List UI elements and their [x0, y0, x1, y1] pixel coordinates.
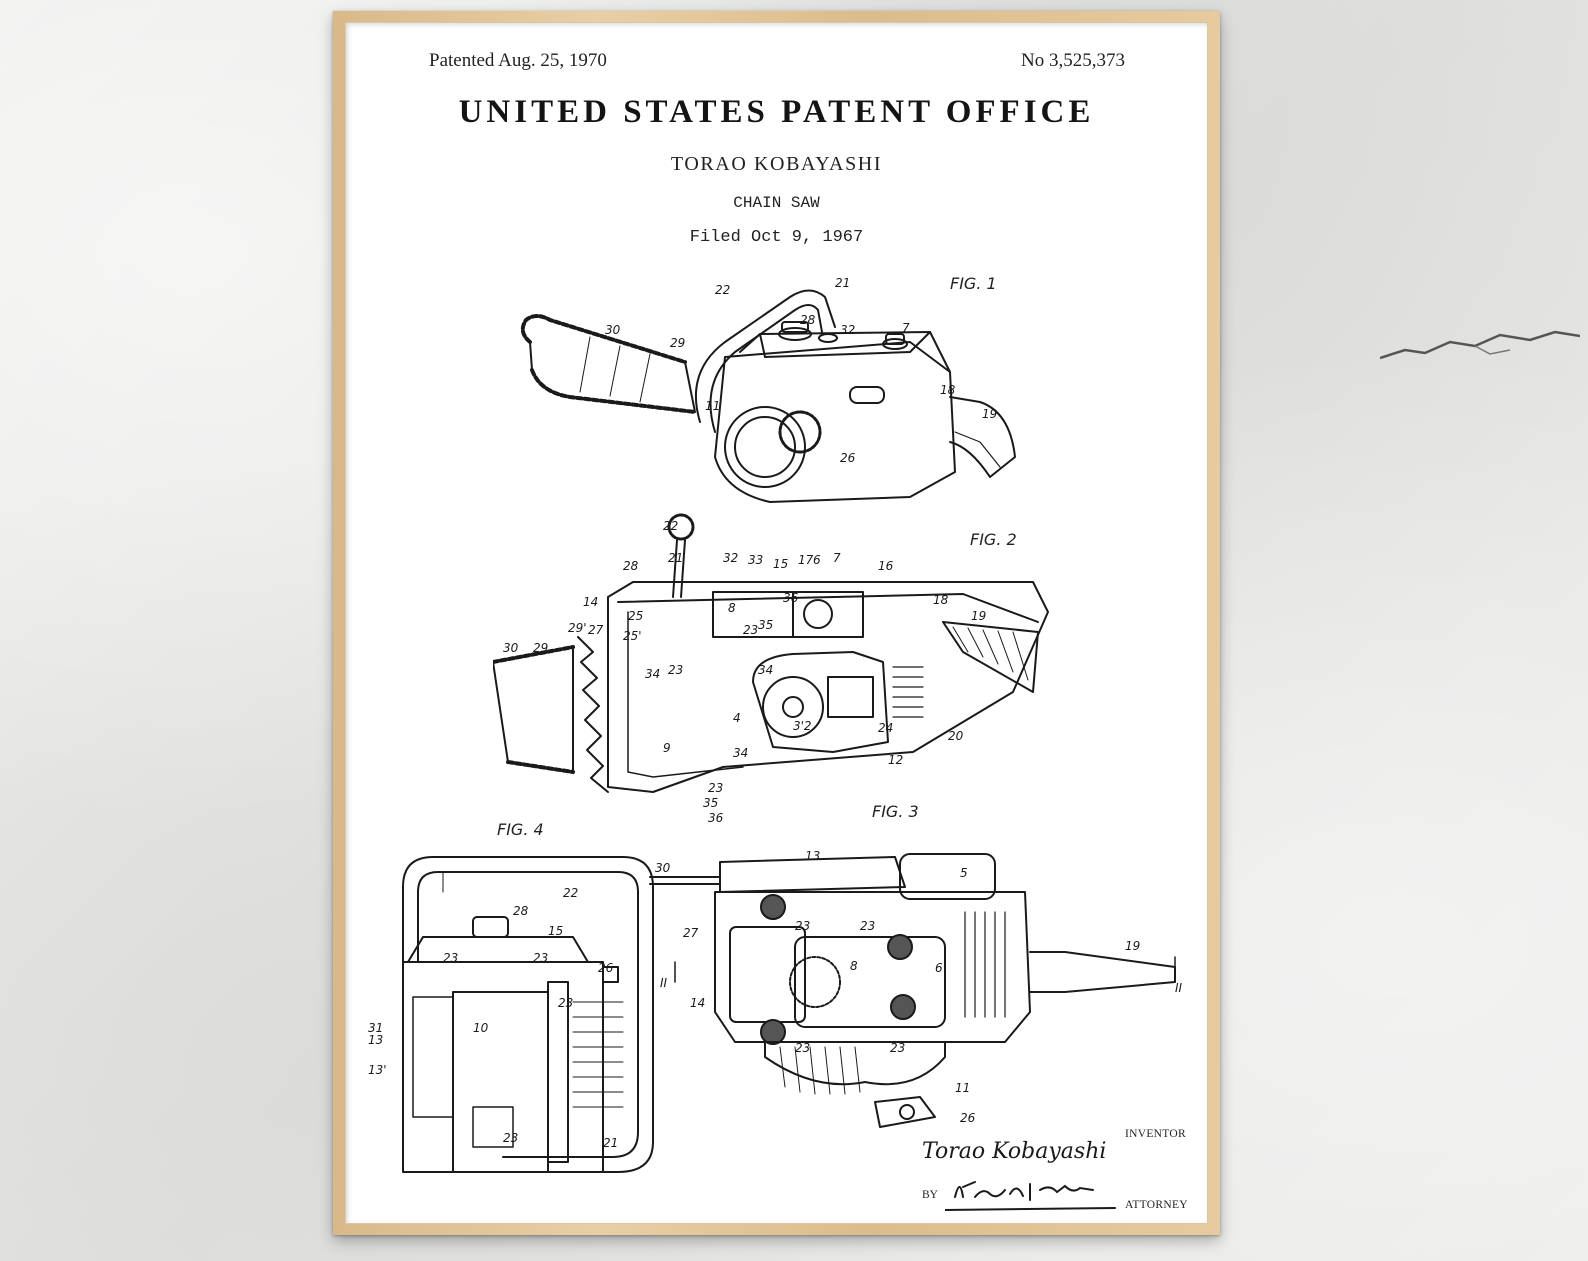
svg-text:29: 29: [533, 641, 548, 655]
svg-text:22: 22: [663, 519, 678, 533]
svg-text:36: 36: [783, 591, 799, 605]
svg-text:33: 33: [748, 553, 763, 567]
svg-text:25: 25: [628, 609, 643, 623]
svg-text:28: 28: [623, 559, 639, 573]
svg-text:23: 23: [533, 951, 548, 965]
svg-text:19: 19: [971, 609, 986, 623]
svg-text:13: 13: [368, 1033, 383, 1047]
svg-text:8: 8: [850, 959, 858, 973]
svg-text:23: 23: [708, 781, 723, 795]
svg-text:24: 24: [878, 721, 893, 735]
svg-text:II: II: [1175, 981, 1183, 995]
svg-text:11: 11: [955, 1081, 970, 1095]
inventor-name: TORAO KOBAYASHI: [670, 153, 883, 175]
inventor-signature: Torao Kobayashi: [922, 1139, 1106, 1164]
svg-text:32: 32: [840, 323, 855, 337]
svg-text:8: 8: [728, 601, 736, 615]
svg-text:12: 12: [888, 753, 903, 767]
svg-text:14: 14: [583, 595, 598, 609]
svg-text:6: 6: [813, 553, 821, 567]
svg-text:21: 21: [668, 551, 683, 565]
svg-text:34: 34: [733, 746, 748, 760]
svg-text:29': 29': [568, 621, 587, 635]
svg-text:26: 26: [960, 1111, 976, 1125]
invention-title: CHAIN SAW: [733, 194, 820, 212]
fig4-label: FIG. 4: [497, 820, 544, 839]
svg-text:23: 23: [668, 663, 683, 677]
attorney-caption: ATTORNEY: [1125, 1199, 1188, 1211]
svg-text:13': 13': [368, 1063, 387, 1077]
svg-text:5: 5: [960, 866, 968, 880]
fig1-label: FIG. 1: [950, 274, 997, 293]
svg-text:23: 23: [795, 919, 810, 933]
patent-poster: Patented Aug. 25, 1970 No 3,525,373 UNIT…: [345, 22, 1208, 1224]
svg-text:22: 22: [715, 283, 730, 297]
svg-text:3'2: 3'2: [793, 719, 812, 733]
svg-text:II: II: [660, 976, 668, 990]
svg-text:30: 30: [503, 641, 519, 655]
svg-text:23: 23: [743, 623, 758, 637]
patent-office-title: UNITED STATES PATENT OFFICE: [458, 94, 1095, 130]
svg-text:10: 10: [473, 1021, 489, 1035]
svg-text:27: 27: [683, 926, 699, 940]
svg-text:36: 36: [708, 811, 724, 822]
svg-text:26: 26: [840, 451, 856, 465]
svg-text:32: 32: [723, 551, 738, 565]
svg-text:27: 27: [588, 623, 604, 637]
svg-text:29: 29: [670, 336, 685, 350]
svg-text:26: 26: [598, 961, 614, 975]
svg-text:7: 7: [833, 551, 841, 565]
svg-text:15: 15: [773, 557, 788, 571]
svg-text:23: 23: [890, 1041, 905, 1055]
svg-text:18: 18: [940, 383, 956, 397]
svg-text:34: 34: [645, 667, 660, 681]
svg-text:19: 19: [982, 407, 997, 421]
fig1-chainsaw-drawing: 22 21 28 32 7 30 29 11 18 19 26: [520, 276, 1016, 503]
svg-text:31: 31: [368, 1021, 383, 1035]
svg-text:28: 28: [513, 904, 529, 918]
svg-text:23: 23: [443, 951, 458, 965]
filed-date: Filed Oct 9, 1967: [689, 228, 864, 247]
svg-text:13: 13: [805, 849, 820, 863]
svg-text:30: 30: [655, 861, 671, 875]
patent-number: No 3,525,373: [1021, 50, 1125, 71]
svg-text:14: 14: [690, 996, 705, 1010]
svg-text:35: 35: [703, 796, 718, 810]
svg-text:15: 15: [548, 924, 563, 938]
svg-text:23: 23: [795, 1041, 810, 1055]
patented-date: Patented Aug. 25, 1970: [429, 50, 607, 71]
svg-text:18: 18: [933, 593, 949, 607]
fig2-label: FIG. 2: [970, 530, 1017, 549]
svg-text:23: 23: [503, 1131, 518, 1145]
svg-text:25': 25': [623, 629, 642, 643]
svg-text:7: 7: [902, 321, 910, 335]
svg-text:34: 34: [758, 663, 773, 677]
svg-text:21: 21: [835, 276, 850, 290]
fig4-endview-drawing: 22 28 15 23 23 26 23 10 31 13 13' 23 21: [368, 856, 654, 1173]
fig3-label: FIG. 3: [872, 802, 919, 821]
svg-text:Torao Kobayashi: Torao Kobayashi: [922, 1139, 1106, 1164]
svg-text:20: 20: [948, 729, 964, 743]
svg-text:4: 4: [733, 711, 741, 725]
svg-text:35: 35: [758, 618, 773, 632]
wall-crack: [1380, 330, 1580, 360]
svg-text:16: 16: [878, 559, 894, 573]
svg-text:21: 21: [603, 1136, 618, 1150]
svg-text:17: 17: [798, 553, 814, 567]
svg-text:9: 9: [663, 741, 671, 755]
svg-text:28: 28: [800, 313, 816, 327]
svg-text:6: 6: [935, 961, 943, 975]
svg-text:30: 30: [605, 323, 621, 337]
attorney-signature: [945, 1181, 1116, 1211]
svg-text:11: 11: [705, 399, 720, 413]
svg-text:19: 19: [1125, 939, 1140, 953]
inventor-caption: INVENTOR: [1125, 1128, 1186, 1140]
svg-text:23: 23: [558, 996, 573, 1010]
by-label: BY: [922, 1189, 938, 1201]
svg-text:23: 23: [860, 919, 875, 933]
svg-text:22: 22: [563, 886, 578, 900]
